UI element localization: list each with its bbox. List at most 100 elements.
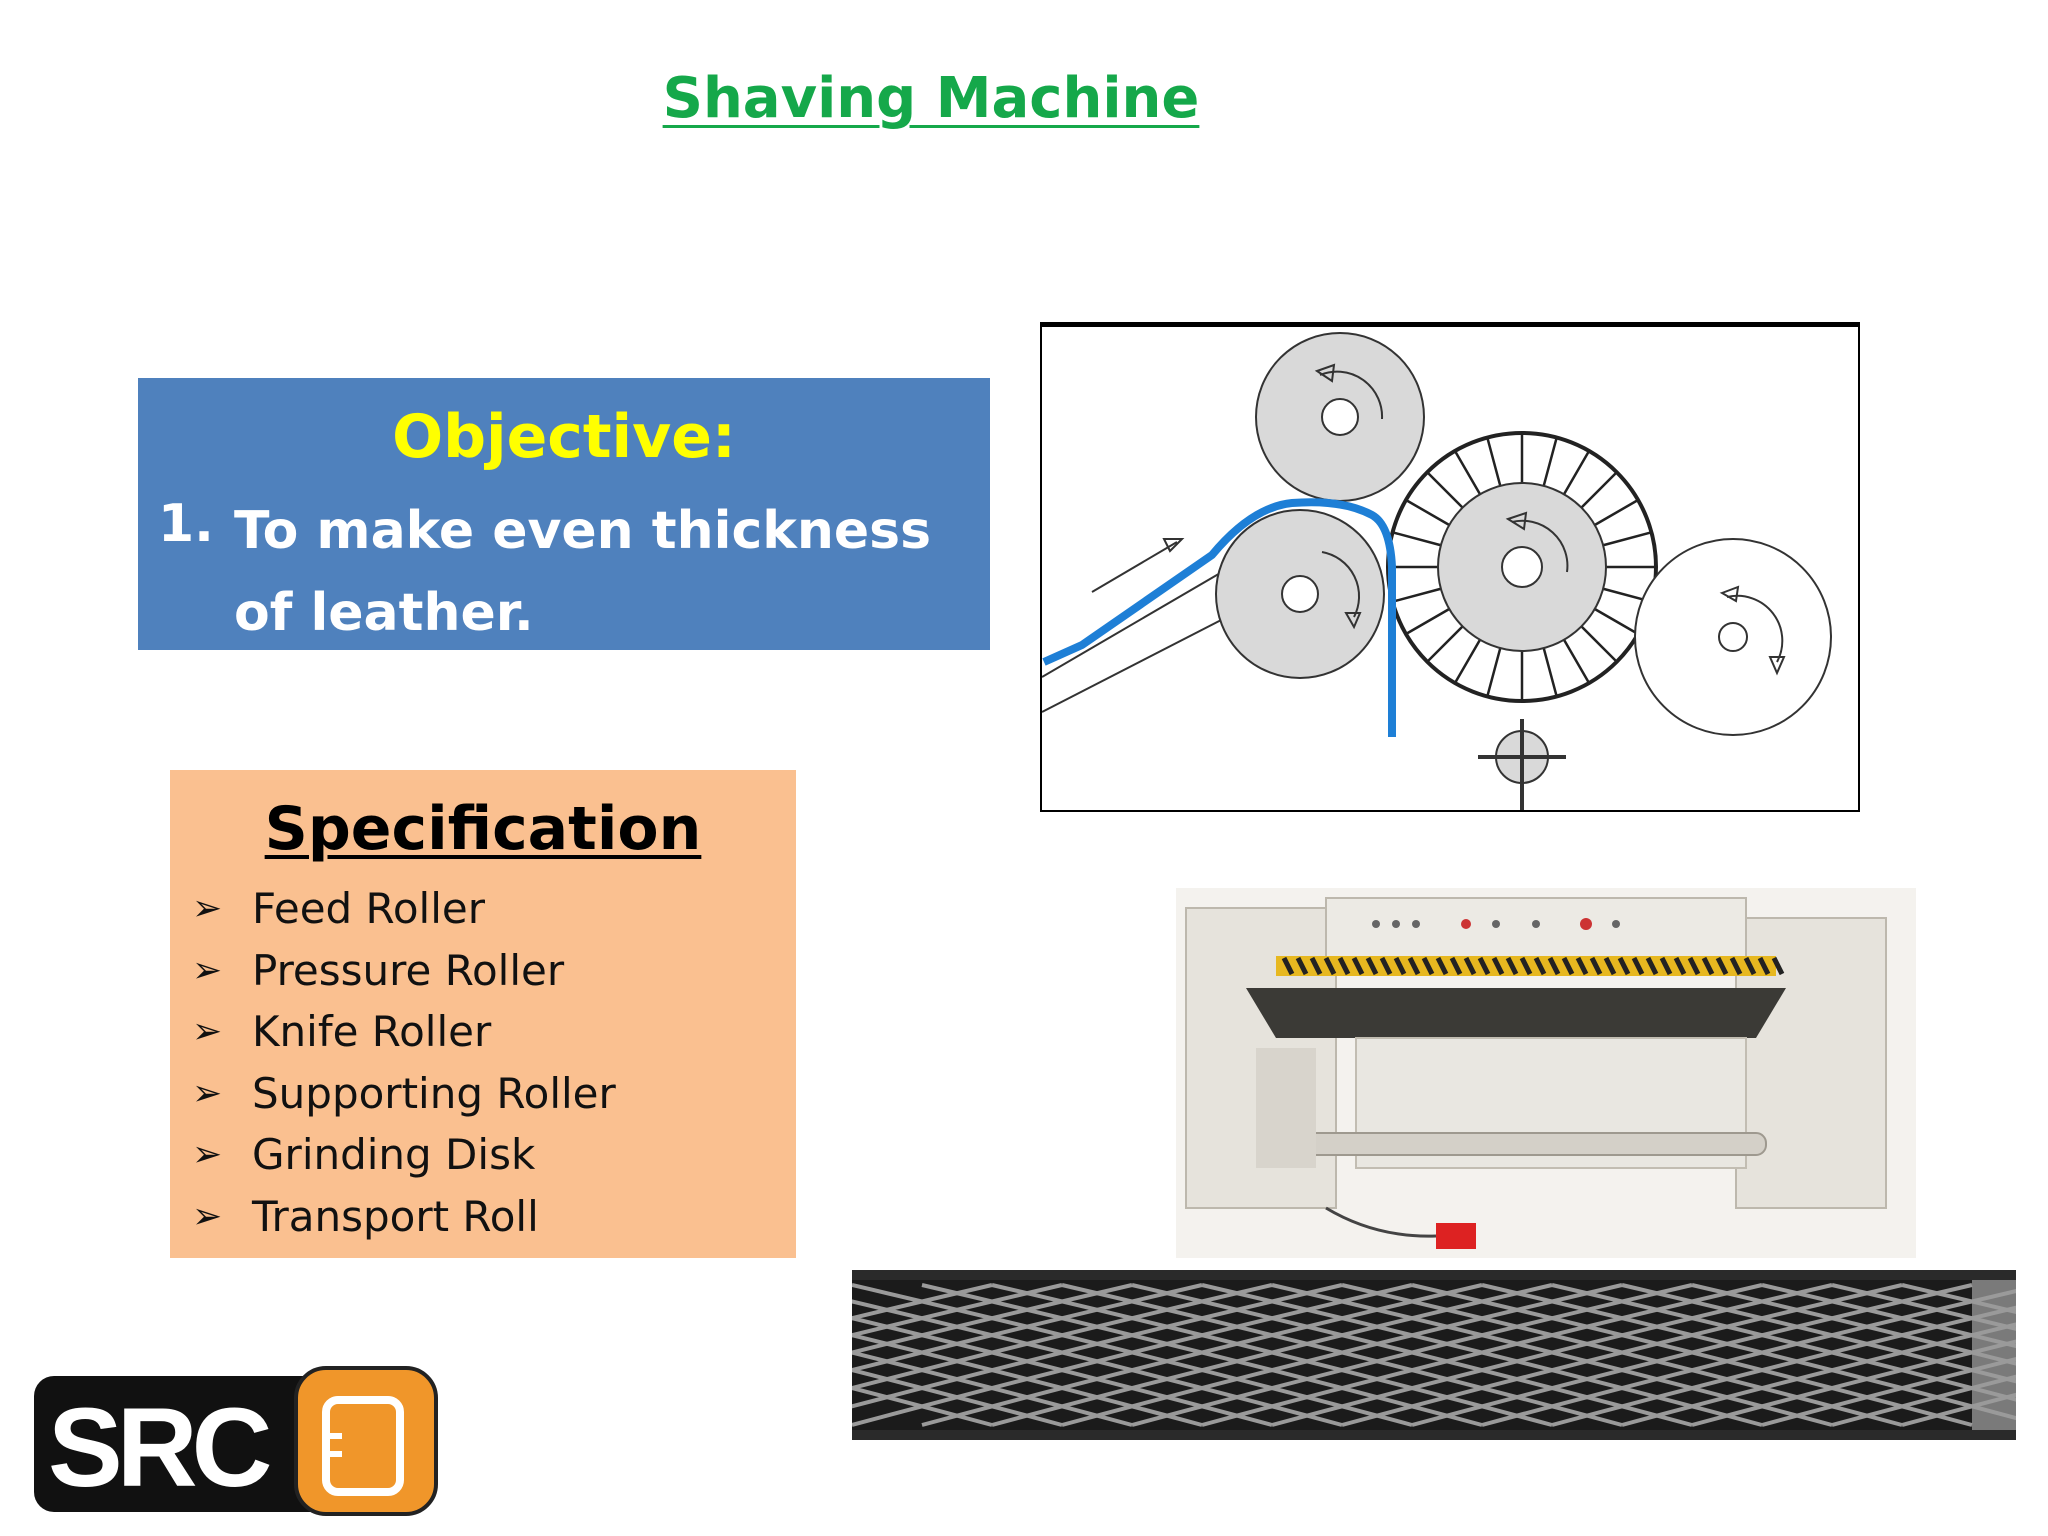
knife-blade	[1426, 471, 1464, 509]
spec-item-label: Pressure Roller	[252, 945, 565, 995]
helical-blade	[781, 1283, 1343, 1427]
knife-blade	[1594, 498, 1639, 527]
helical-blade	[991, 1283, 1553, 1427]
notebook-icon	[322, 1396, 404, 1496]
rotation-arrow-icon	[1726, 594, 1784, 663]
knife-blade	[1453, 639, 1482, 684]
safety-stripe	[1673, 956, 1687, 976]
safety-stripe	[1295, 956, 1309, 976]
objective-text: To make even thickness of leather.	[234, 501, 932, 643]
roller-axle	[1321, 398, 1359, 436]
safety-stripe	[1393, 956, 1407, 976]
safety-stripe	[1715, 956, 1729, 976]
safety-stripe	[1491, 956, 1505, 976]
safety-stripe	[1631, 956, 1645, 976]
helical-blade	[1061, 1283, 1623, 1427]
safety-stripe	[1379, 956, 1393, 976]
list-item: ➢Supporting Roller	[192, 1063, 616, 1125]
arrowhead-icon	[1314, 363, 1336, 383]
knife-blade	[1562, 639, 1591, 684]
safety-stripe	[1687, 956, 1701, 976]
helical-blade	[1271, 1283, 1833, 1427]
objective-box: Objective: 1. To make even thickness of …	[138, 378, 990, 650]
knife-blade	[1392, 587, 1442, 603]
knife-blade	[1580, 471, 1618, 509]
roller-diagram	[1040, 322, 1860, 812]
knife-blade	[1392, 531, 1442, 547]
knife-blade	[1594, 607, 1639, 636]
spec-item-label: Feed Roller	[252, 884, 485, 934]
safety-stripe	[1589, 956, 1603, 976]
safety-stripe	[1449, 956, 1463, 976]
arrowhead-bullet-icon: ➢	[192, 888, 223, 930]
safety-stripe	[1771, 956, 1785, 976]
knife-blade	[1405, 498, 1450, 527]
safety-stripe	[1743, 956, 1757, 976]
rotation-arrow-icon	[1321, 551, 1361, 618]
safety-stripe	[1281, 956, 1295, 976]
safety-stripe	[1547, 956, 1561, 976]
knife-blade	[1486, 647, 1502, 697]
safety-stripe	[1729, 956, 1743, 976]
list-item: ➢Grinding Disk	[192, 1124, 616, 1186]
roller-axle	[1281, 575, 1319, 613]
spec-item-label: Grinding Disk	[252, 1130, 536, 1180]
knife-blade	[1580, 625, 1618, 663]
helical-blade	[921, 1283, 1483, 1427]
knife-blade	[1562, 450, 1591, 495]
knife-roller-svg	[431, 1270, 2048, 1440]
arrowhead-icon	[1344, 612, 1362, 630]
safety-stripe	[1337, 956, 1351, 976]
knife-blade	[1542, 647, 1558, 697]
shaving-machine-photo	[1176, 888, 1916, 1258]
specification-list: ➢Feed Roller ➢Pressure Roller ➢Knife Rol…	[192, 878, 616, 1247]
feed-table-line	[1041, 571, 1223, 678]
transport-roller-bar	[1295, 1132, 1767, 1156]
safety-stripe	[1477, 956, 1491, 976]
arrowhead-bullet-icon: ➢	[192, 1195, 223, 1237]
safety-stripe	[1659, 956, 1673, 976]
safety-stripe	[1421, 956, 1435, 976]
knife-blade	[1453, 450, 1482, 495]
safety-stripe	[1575, 956, 1589, 976]
safety-stripe	[1561, 956, 1575, 976]
knife-blade	[1405, 607, 1450, 636]
leather-path	[1042, 498, 1396, 737]
control-buttons	[1372, 918, 1620, 930]
arrowhead-bullet-icon: ➢	[192, 1011, 223, 1053]
arrowhead-bullet-icon: ➢	[192, 949, 223, 991]
helical-blade	[1341, 1283, 1903, 1427]
objective-number: 1.	[158, 494, 214, 554]
safety-stripe	[1435, 956, 1449, 976]
specification-box: Specification ➢ Feed Roller ➢ Pressure Rol…	[170, 770, 796, 1258]
knife-blade	[1426, 625, 1464, 663]
spec-item-label: Supporting Roller	[252, 1068, 616, 1118]
src-logo: SRC	[34, 1366, 438, 1518]
helical-blade	[851, 1283, 1413, 1427]
logo-dark-block	[34, 1376, 334, 1512]
arrowhead-icon	[1162, 538, 1185, 553]
specification-heading: Specification	[264, 794, 702, 864]
slide-title: Shaving Machine	[662, 66, 1200, 131]
helical-blade	[1481, 1283, 2043, 1427]
list-item: ➢ Transport Roll	[192, 1186, 616, 1248]
helical-blade	[1831, 1283, 2048, 1339]
knife-blade	[1602, 531, 1652, 547]
roller-bottom-edge	[852, 1430, 2016, 1440]
safety-stripe	[1365, 956, 1379, 976]
rotation-arrow-icon	[1319, 370, 1384, 420]
feed-direction-arrow	[1091, 541, 1178, 593]
helical-blade	[1691, 1331, 2048, 1427]
helical-blade	[1411, 1283, 1973, 1427]
safety-stripe	[1533, 956, 1547, 976]
knife-blade	[1486, 437, 1502, 487]
helical-blade	[1761, 1283, 2048, 1357]
helical-blade	[1901, 1384, 2048, 1427]
logo-text: SRC	[48, 1385, 270, 1510]
roller-diagram-svg	[1041, 332, 1832, 810]
safety-stripe	[1701, 956, 1715, 976]
safety-stripe	[1617, 956, 1631, 976]
feed-table	[1246, 988, 1786, 1038]
safety-stripe	[1505, 956, 1519, 976]
spec-item-label: Transport Roll	[252, 1191, 539, 1241]
